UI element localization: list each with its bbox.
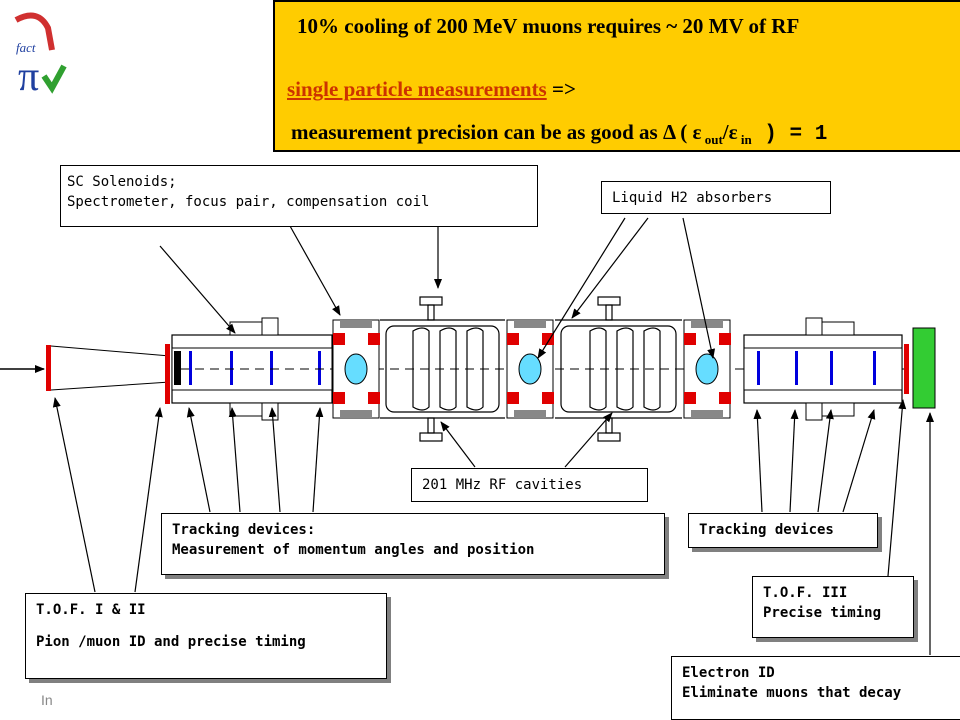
electron-id-calorimeter xyxy=(912,327,936,409)
rf-cavities-text: 201 MHz RF cavities xyxy=(422,477,583,493)
delta-epsilon: Δ ( ε xyxy=(662,120,702,144)
banner-line-rf: 10% cooling of 200 MeV muons requires ~ … xyxy=(297,14,800,38)
tof-1-2-detail: Pion /muon ID and precise timing xyxy=(36,634,306,650)
leader-arrows xyxy=(52,217,934,655)
subscript-out: out xyxy=(701,132,723,148)
absorber-module-1 xyxy=(332,319,380,419)
tracking-left-detail: Measurement of momentum angles and posit… xyxy=(172,542,535,558)
precision-text: measurement precision can be as good as xyxy=(291,120,663,144)
implies-arrow: => xyxy=(546,77,576,101)
svg-text:π: π xyxy=(18,54,39,100)
absorber-module-2 xyxy=(506,319,554,419)
tracking-left-title: Tracking devices: xyxy=(172,522,316,538)
right-tracker-stations xyxy=(757,351,876,385)
label-rf-cavities: 201 MHz RF cavities xyxy=(411,468,648,502)
tof-3-title: T.O.F. III xyxy=(763,585,848,601)
label-liquid-h2: Liquid H2 absorbers xyxy=(601,181,831,214)
absorber-3 xyxy=(695,353,719,385)
sc-solenoids-title: SC Solenoids; xyxy=(67,174,177,190)
liquid-h2-text: Liquid H2 absorbers xyxy=(612,190,773,206)
beam-envelope-upper xyxy=(50,345,171,357)
label-tof-1-2: T.O.F. I & II Pion /muon ID and precise … xyxy=(25,593,387,679)
sc-solenoids-detail: Spectrometer, focus pair, compensation c… xyxy=(67,194,430,210)
tof-3-detail: Precise timing xyxy=(763,605,882,621)
label-tof-3: T.O.F. III Precise timing xyxy=(752,576,914,638)
slash-epsilon: /ε xyxy=(722,120,738,144)
banner-line-single-particle: single particle measurements => xyxy=(287,77,576,102)
spacer xyxy=(36,620,386,632)
label-sc-solenoids: SC Solenoids; Spectrometer, focus pair, … xyxy=(60,165,538,227)
fact-logo: fact π xyxy=(14,12,67,100)
electron-id-title: Electron ID xyxy=(682,665,775,681)
label-electron-id: Electron ID Eliminate muons that decay xyxy=(671,656,960,720)
rf-cavity-section-2 xyxy=(555,296,682,442)
precision-close: ) = 1 xyxy=(751,123,828,146)
tof-3-detector xyxy=(904,344,909,394)
subscript-in: in xyxy=(737,132,752,148)
banner-line-precision: measurement precision can be as good as … xyxy=(291,120,827,148)
single-particle-link: single particle measurements xyxy=(287,77,547,101)
tof-2-detector xyxy=(165,344,170,404)
absorber-1 xyxy=(344,353,368,385)
tof-1-detector xyxy=(46,345,51,391)
footer-text: In xyxy=(41,692,53,708)
left-tracker-stations xyxy=(189,351,321,385)
label-tracking-left: Tracking devices: Measurement of momentu… xyxy=(161,513,665,575)
absorber-2 xyxy=(518,353,542,385)
beam-envelope-lower xyxy=(50,381,171,391)
tof-1-2-title: T.O.F. I & II xyxy=(36,602,146,618)
right-spectrometer-solenoid xyxy=(743,317,903,421)
electron-id-detail: Eliminate muons that decay xyxy=(682,685,902,701)
tracking-right-text: Tracking devices xyxy=(699,522,834,538)
label-tracking-right: Tracking devices xyxy=(688,513,878,548)
svg-text:fact: fact xyxy=(16,40,36,55)
rf-cavity-section-1 xyxy=(380,296,505,442)
summary-banner: 10% cooling of 200 MeV muons requires ~ … xyxy=(273,0,960,152)
absorber-module-3 xyxy=(683,319,731,419)
